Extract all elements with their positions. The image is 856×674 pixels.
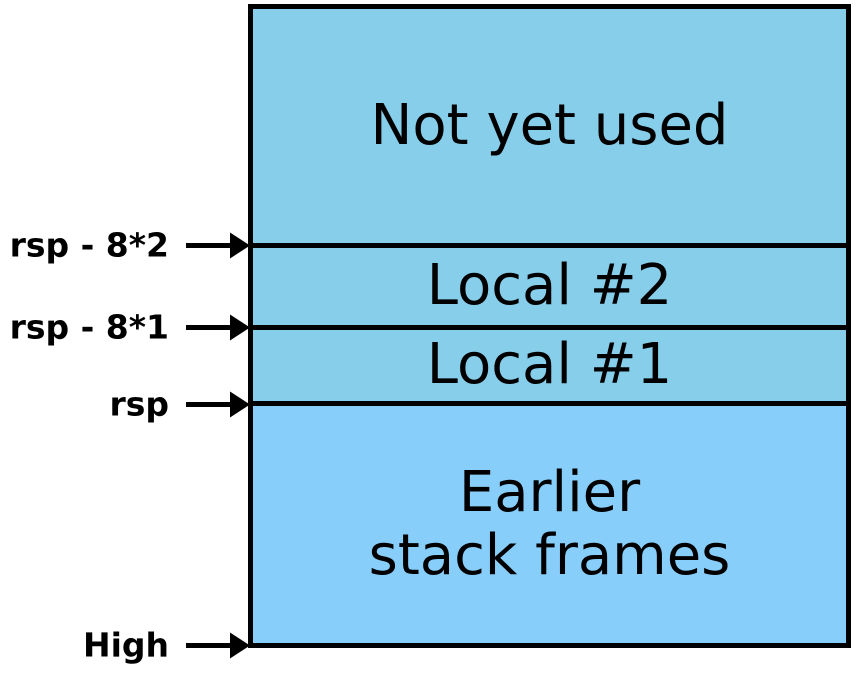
- stack-section-not-yet-used: Not yet used: [253, 9, 846, 243]
- pointer-rsp-minus-8x2: rsp - 8*2: [10, 226, 250, 265]
- stack-section-earlier-frames: Earlier stack frames: [253, 406, 846, 643]
- section-label-local-2: Local #2: [426, 253, 673, 319]
- boundary-line-rsp-minus-8x2: [253, 243, 846, 248]
- pointer-label-high: High: [82, 625, 169, 665]
- section-label-local-1: Local #1: [426, 332, 673, 398]
- arrow-right-icon: [186, 391, 250, 417]
- arrow-right-icon: [186, 632, 250, 658]
- stack-memory-box: Not yet used Local #2 Local #1 Earlier s…: [248, 4, 851, 648]
- pointer-label-rsp-minus-8x2: rsp - 8*2: [9, 225, 169, 265]
- arrow-right-icon: [186, 232, 250, 258]
- stack-section-local-2: Local #2: [253, 248, 846, 325]
- pointer-rsp: rsp: [109, 385, 250, 424]
- stack-section-local-1: Local #1: [253, 330, 846, 401]
- pointer-label-rsp-minus-8x1: rsp - 8*1: [9, 307, 169, 347]
- section-label-not-yet-used: Not yet used: [370, 92, 729, 158]
- pointer-rsp-minus-8x1: rsp - 8*1: [10, 308, 250, 347]
- section-label-earlier-frames: Earlier stack frames: [368, 459, 731, 588]
- boundary-line-rsp: [253, 401, 846, 406]
- boundary-line-rsp-minus-8x1: [253, 325, 846, 330]
- arrow-right-icon: [186, 314, 250, 340]
- pointer-high-address: High: [83, 626, 250, 665]
- pointer-label-rsp: rsp: [109, 384, 169, 424]
